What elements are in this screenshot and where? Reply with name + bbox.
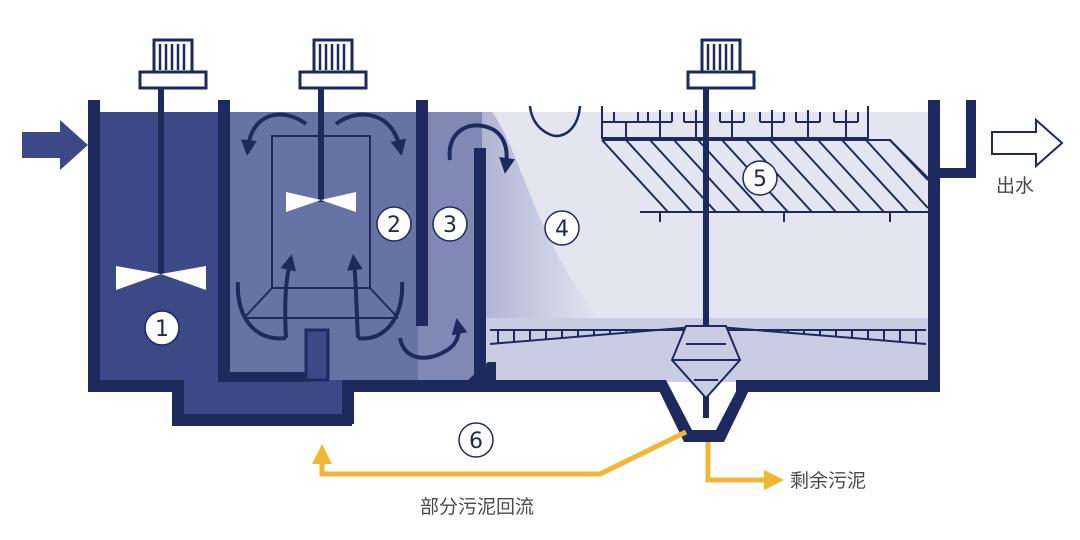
- stage-label-1: 1: [155, 317, 169, 342]
- stage-badge-6: 6: [458, 422, 494, 458]
- impeller-1: [116, 266, 206, 290]
- sludge-return-line: [312, 429, 688, 477]
- inlet-arrow: [22, 120, 88, 170]
- stage-badge-2: 2: [376, 206, 412, 242]
- stage-label-3: 3: [443, 213, 457, 238]
- recycle-riser: [304, 328, 330, 382]
- launder-trough: [528, 105, 582, 138]
- lamella-pack: [601, 106, 929, 222]
- sludge-scraper: [489, 324, 927, 400]
- motor-3: [686, 38, 756, 418]
- stage-badge-3: 3: [432, 206, 468, 242]
- motor-1: [138, 38, 208, 274]
- excess-sludge-label: 剩余污泥: [790, 470, 866, 492]
- sludge-return-label: 部分污泥回流: [420, 496, 534, 518]
- outlet-label: 出水: [996, 175, 1034, 197]
- flow-arrows-zone3: [398, 123, 516, 360]
- stage-label-5: 5: [753, 167, 767, 192]
- impeller-2: [286, 192, 356, 212]
- stage-label-2: 2: [387, 213, 401, 238]
- draft-tube: [243, 135, 399, 319]
- tank-frame: [88, 100, 976, 442]
- stage-badge-4: 4: [544, 210, 580, 246]
- motor-2: [298, 38, 368, 202]
- flow-arrows-zone2: [235, 112, 407, 341]
- stage-badge-1: 1: [144, 310, 180, 346]
- outlet-arrow: [991, 117, 1064, 169]
- excess-sludge-line: [705, 442, 784, 490]
- stage-label-4: 4: [555, 217, 569, 242]
- stage-label-6: 6: [469, 429, 483, 454]
- stage-badge-5: 5: [742, 160, 778, 196]
